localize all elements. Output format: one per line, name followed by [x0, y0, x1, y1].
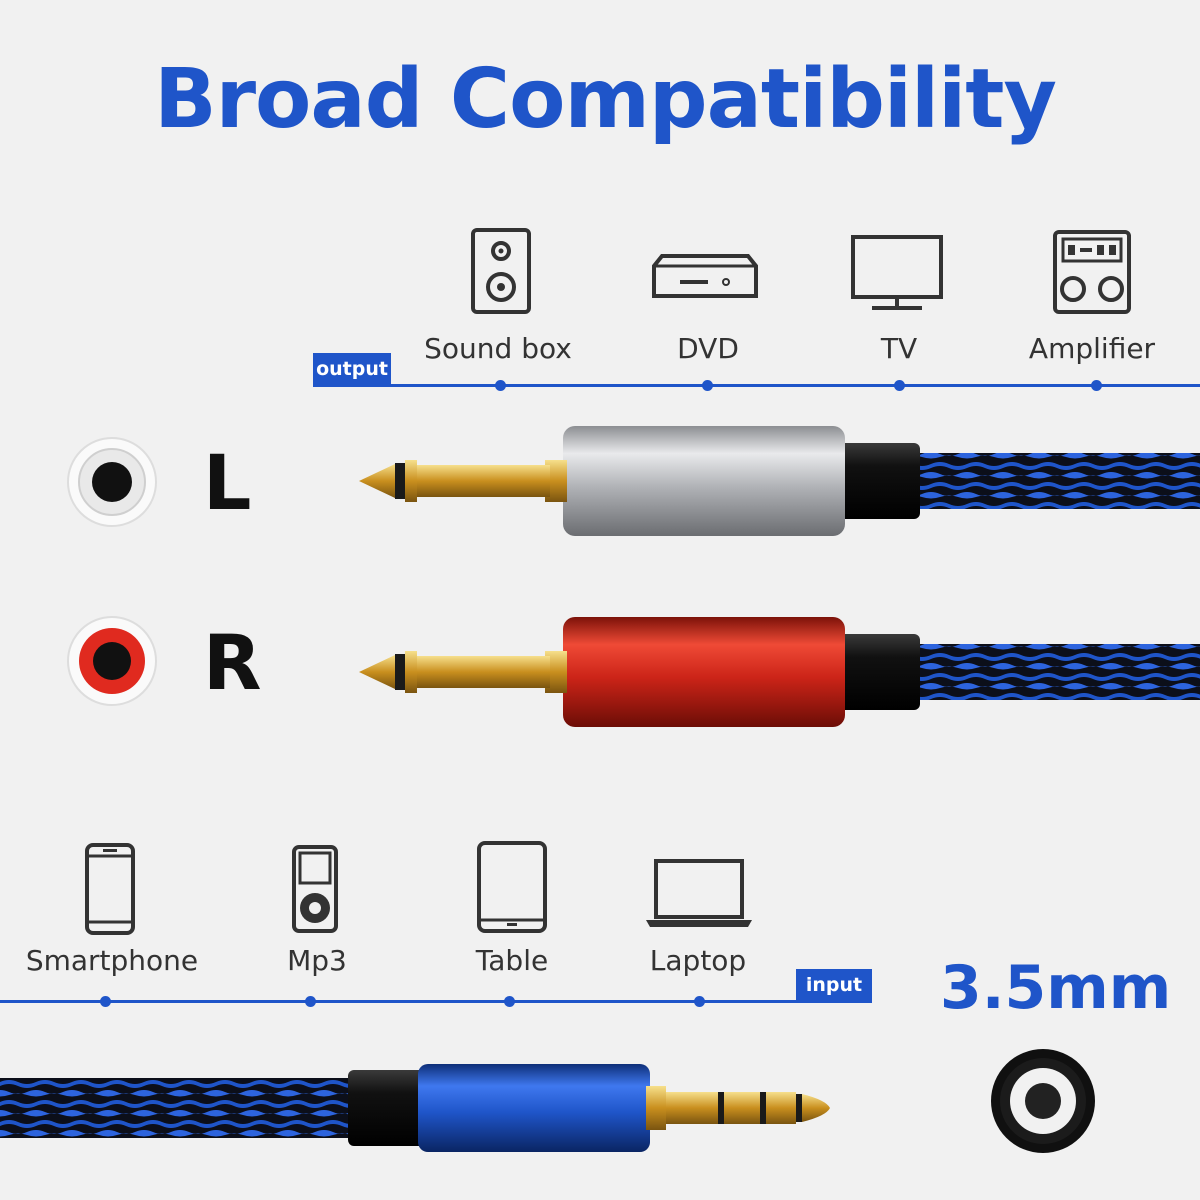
speaker-icon	[470, 227, 532, 315]
left-channel-jack	[65, 435, 159, 529]
device-label-laptop: Laptop	[649, 944, 747, 977]
left-quarter-inch-plug	[355, 420, 1200, 542]
tv-icon	[850, 234, 944, 314]
right-channel-label: R	[203, 618, 262, 707]
amplifier-icon	[1052, 229, 1132, 315]
device-label-mp3: Mp3	[287, 944, 347, 977]
device-label-smartphone: Smartphone	[25, 944, 199, 977]
output-tag: output	[313, 353, 391, 386]
device-label-dvd: DVD	[677, 332, 739, 365]
timeline-dot	[495, 380, 506, 391]
page-title: Broad Compatibility	[154, 52, 1057, 147]
connector-size-label: 3.5mm	[940, 953, 1172, 1023]
device-label-table: Table	[475, 944, 549, 977]
aux-3-5mm-plug	[0, 1058, 840, 1158]
right-quarter-inch-plug	[355, 611, 1200, 733]
tablet-icon	[476, 840, 548, 934]
timeline-dot	[100, 996, 111, 1007]
timeline-dot	[504, 996, 515, 1007]
output-section: output Sound box DVD TV	[0, 0, 1200, 400]
mp3-player-icon	[291, 844, 339, 934]
input-timeline	[0, 1000, 872, 1003]
headphone-socket	[988, 1046, 1098, 1156]
smartphone-icon	[84, 842, 136, 936]
dvd-player-icon	[650, 252, 760, 302]
timeline-dot	[305, 996, 316, 1007]
input-section: input Smartphone Mp3 Table	[0, 820, 1200, 1020]
left-channel-label: L	[203, 438, 252, 527]
timeline-dot	[702, 380, 713, 391]
timeline-dot	[894, 380, 905, 391]
timeline-dot	[694, 996, 705, 1007]
device-label-tv: TV	[880, 332, 918, 365]
right-channel-jack	[65, 614, 159, 708]
output-timeline	[313, 384, 1200, 387]
device-label-sound-box: Sound box	[424, 332, 572, 365]
device-label-amplifier: Amplifier	[1028, 332, 1156, 365]
laptop-icon	[644, 858, 754, 930]
timeline-dot	[1091, 380, 1102, 391]
input-tag: input	[796, 969, 872, 1002]
